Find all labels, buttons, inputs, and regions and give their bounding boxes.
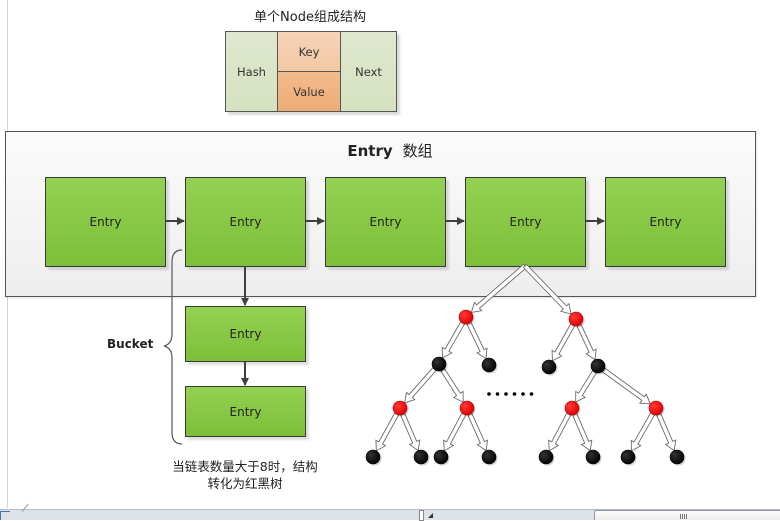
tree-edge-arrow-icon <box>404 367 437 404</box>
entry-array-title-en: Entry <box>347 142 393 160</box>
treeify-note: 当链表数量大于8时，结构 转化为红黑树 <box>150 458 340 492</box>
black-tree-node <box>433 449 449 465</box>
tree-edge-arrow-icon <box>467 412 489 452</box>
array-entry: Entry <box>185 177 306 267</box>
black-tree-node <box>481 357 497 373</box>
node-field-hash: Hash <box>226 32 278 111</box>
tree-edge-arrow-icon <box>443 412 467 452</box>
entry-array-title: Entry 数组 <box>0 140 780 161</box>
tree-edge-arrow-icon <box>551 323 576 362</box>
ellipsis-dot <box>529 392 534 396</box>
node-field-next: Next <box>340 32 396 111</box>
horizontal-scrollbar-thumb[interactable] <box>594 510 780 520</box>
tree-edge-arrow-icon <box>440 368 464 403</box>
array-entry: Entry <box>325 177 446 267</box>
node-field-value: Value <box>278 72 340 111</box>
bucket-entry: Entry <box>185 306 306 362</box>
black-tree-node <box>620 449 636 465</box>
black-tree-node <box>481 449 497 465</box>
black-tree-node <box>538 449 554 465</box>
black-tree-node <box>413 449 429 465</box>
treeify-note-line1: 当链表数量大于8时，结构 <box>172 459 318 474</box>
bucket-entry: Entry <box>185 386 306 437</box>
red-tree-node <box>459 400 475 416</box>
tree-edge-arrow-icon <box>630 412 656 452</box>
array-entry: Entry <box>45 177 166 267</box>
tree-ellipsis <box>487 392 534 396</box>
status-bar <box>0 509 780 520</box>
red-tree-node <box>392 400 408 416</box>
tree-edge-arrow-icon <box>470 263 528 313</box>
ellipsis-dot <box>487 392 491 396</box>
black-tree-node <box>365 449 381 465</box>
bucket-label: Bucket <box>107 337 154 351</box>
tree-edge-arrow-icon <box>375 412 400 452</box>
splitter-handle[interactable] <box>419 510 424 521</box>
tree-edge-arrow-icon <box>576 323 597 361</box>
treeify-note-line2: 转化为红黑树 <box>207 476 283 491</box>
node-field-key: Key <box>278 32 340 72</box>
ellipsis-dot <box>504 392 508 396</box>
tree-edge-arrow-icon <box>548 412 572 452</box>
black-tree-node <box>590 358 606 374</box>
entry-array-title-zh: 数组 <box>402 142 433 160</box>
red-tree-node <box>564 400 580 416</box>
red-tree-node <box>568 311 584 327</box>
tree-edge-arrow-icon <box>656 413 677 452</box>
resize-corner-icon <box>428 513 433 518</box>
scrollbar-grip-icon <box>680 514 687 519</box>
black-tree-node <box>431 356 447 372</box>
tree-edge-arrow-icon <box>466 321 488 360</box>
ellipsis-dot <box>521 392 525 396</box>
tree-nodes <box>365 309 686 466</box>
array-entry: Entry <box>605 177 726 267</box>
tree-edge-arrow-icon <box>575 370 597 403</box>
node-structure: Hash Key Value Next <box>225 31 397 112</box>
ellipsis-dot <box>512 392 517 396</box>
tree-edge-arrow-icon <box>601 367 651 405</box>
tree-edge-arrow-icon <box>441 321 466 359</box>
tree-edge-arrow-icon <box>400 413 421 452</box>
red-tree-node <box>648 400 664 416</box>
array-entry: Entry <box>465 177 586 267</box>
tree-edge-arrow-icon <box>572 413 593 452</box>
page-icon <box>0 511 10 520</box>
tree-edges <box>375 263 677 452</box>
red-tree-node <box>458 309 474 325</box>
black-tree-node <box>669 449 685 465</box>
black-tree-node <box>585 449 601 465</box>
tree-edge-arrow-icon <box>522 263 572 315</box>
black-tree-node <box>541 359 557 375</box>
ellipsis-dot <box>495 392 500 396</box>
node-field-key-value: Key Value <box>278 32 340 111</box>
node-structure-title: 单个Node组成结构 <box>254 10 366 25</box>
bucket-brace-icon <box>163 249 183 445</box>
